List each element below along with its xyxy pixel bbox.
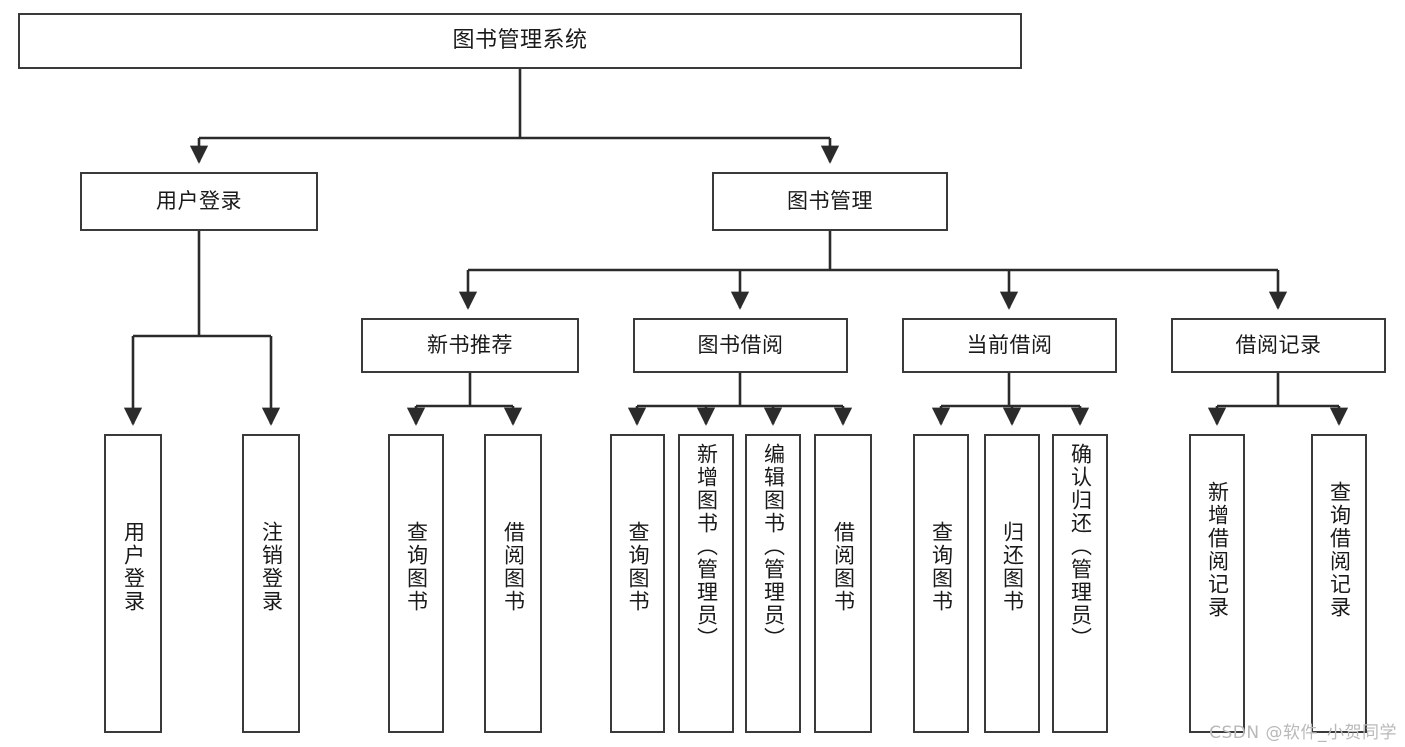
node-current-borrow-label: 当前借阅 xyxy=(966,332,1053,357)
node-book-manage[interactable]: 图书管理 xyxy=(712,172,948,231)
node-user-login-label: 用户登录 xyxy=(156,188,242,213)
node-book-borrow[interactable]: 图书借阅 xyxy=(633,318,848,373)
watermark: CSDN @软件_小贺同学 xyxy=(1209,723,1397,743)
node-leaf-user-login-label: 用户登录 xyxy=(121,521,146,613)
node-leaf-user-logout[interactable]: 注销登录 xyxy=(242,434,300,733)
node-leaf-query-record[interactable]: 查询借阅记录 xyxy=(1311,434,1367,733)
node-current-borrow[interactable]: 当前借阅 xyxy=(902,318,1117,373)
node-leaf-confirm-return[interactable]: 确认归还（管理员） xyxy=(1052,434,1108,733)
node-leaf-add-book[interactable]: 新增图书（管理员） xyxy=(678,434,734,733)
node-leaf-query-book-1-label: 查询图书 xyxy=(404,521,429,613)
node-leaf-user-logout-label: 注销登录 xyxy=(259,521,284,613)
node-root[interactable]: 图书管理系统 xyxy=(18,13,1022,69)
node-leaf-query-book-1[interactable]: 查询图书 xyxy=(388,434,444,733)
node-leaf-borrow-book-1-label: 借阅图书 xyxy=(501,521,526,613)
node-borrow-record[interactable]: 借阅记录 xyxy=(1171,318,1386,373)
node-leaf-return-book-label: 归还图书 xyxy=(1000,521,1025,613)
node-leaf-confirm-return-label: 确认归还（管理员） xyxy=(1068,443,1093,650)
node-leaf-query-book-3[interactable]: 查询图书 xyxy=(913,434,969,733)
node-leaf-add-book-label: 新增图书（管理员） xyxy=(694,443,719,650)
node-new-book-recommend[interactable]: 新书推荐 xyxy=(361,318,579,373)
node-user-login[interactable]: 用户登录 xyxy=(80,172,318,231)
node-leaf-borrow-book-1[interactable]: 借阅图书 xyxy=(484,434,542,733)
node-leaf-edit-book-label: 编辑图书（管理员） xyxy=(761,443,786,650)
node-book-borrow-label: 图书借阅 xyxy=(697,332,784,357)
node-leaf-return-book[interactable]: 归还图书 xyxy=(984,434,1040,733)
node-leaf-user-login[interactable]: 用户登录 xyxy=(104,434,162,733)
node-leaf-edit-book[interactable]: 编辑图书（管理员） xyxy=(745,434,801,733)
node-root-label: 图书管理系统 xyxy=(452,27,588,53)
node-leaf-borrow-book-2-label: 借阅图书 xyxy=(831,521,856,613)
node-leaf-add-record[interactable]: 新增借阅记录 xyxy=(1189,434,1245,733)
node-borrow-record-label: 借阅记录 xyxy=(1235,332,1322,357)
node-leaf-query-book-2[interactable]: 查询图书 xyxy=(610,434,665,733)
node-leaf-query-record-label: 查询借阅记录 xyxy=(1327,481,1352,619)
node-new-book-recommend-label: 新书推荐 xyxy=(427,332,513,357)
node-leaf-borrow-book-2[interactable]: 借阅图书 xyxy=(814,434,872,733)
node-leaf-query-book-3-label: 查询图书 xyxy=(929,521,954,613)
node-leaf-add-record-label: 新增借阅记录 xyxy=(1205,481,1230,619)
node-leaf-query-book-2-label: 查询图书 xyxy=(626,521,650,613)
node-book-manage-label: 图书管理 xyxy=(787,188,873,213)
